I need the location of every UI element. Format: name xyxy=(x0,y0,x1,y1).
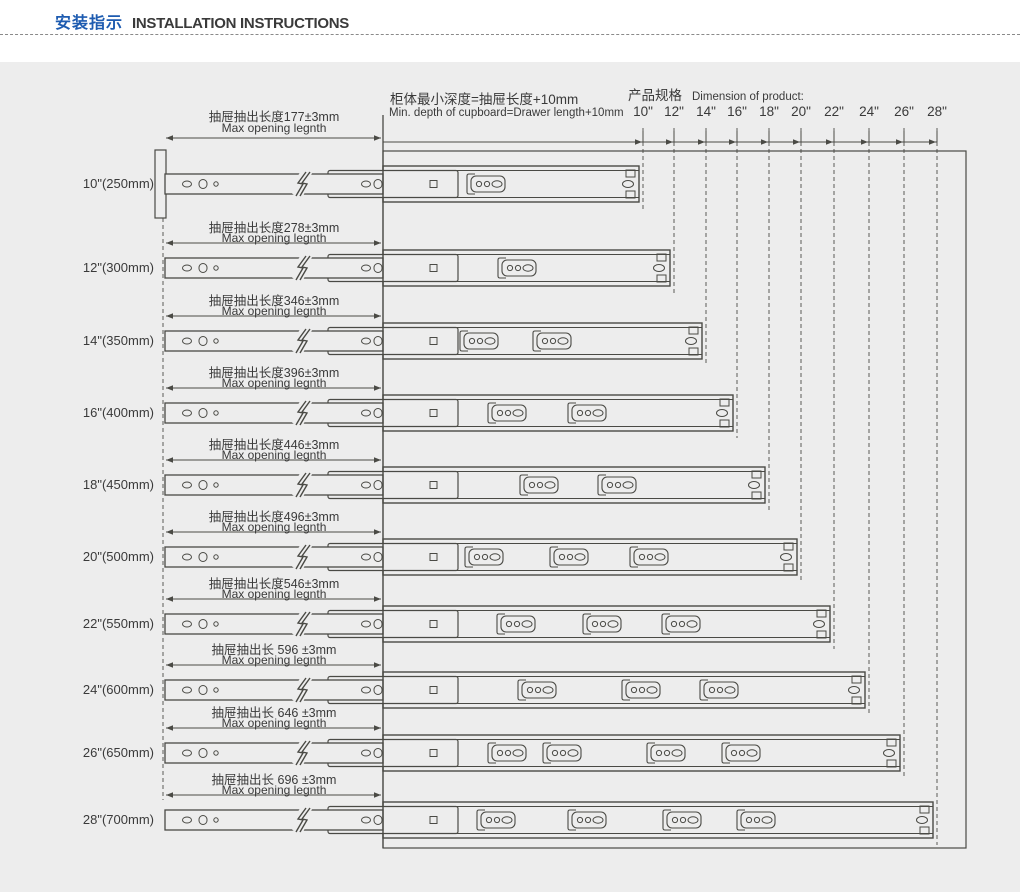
mounting-slot xyxy=(721,742,761,764)
row-dim-label-en: Max opening legnth xyxy=(221,653,327,667)
row-dim-label-cn: 抽屉抽出长度446±3mm xyxy=(208,438,340,452)
row-size-label: 20"(500mm) xyxy=(82,549,154,564)
row-dim-label-cn: 抽屉抽出长度396±3mm xyxy=(208,366,340,380)
row-dim-label-en: Max opening legnth xyxy=(221,783,327,797)
row-dim-label-en: Max opening legnth xyxy=(221,520,327,534)
mounting-slot xyxy=(646,742,686,764)
row-dim-label-cn: 抽屉抽出长度177±3mm xyxy=(208,110,340,124)
row-dim-label-en: Max opening legnth xyxy=(221,587,327,601)
slide-row-graphic xyxy=(164,385,734,432)
mounting-slot xyxy=(582,613,622,635)
row-dim-label-en: Max opening legnth xyxy=(221,716,327,730)
mounting-slot xyxy=(597,474,637,496)
cabinet-outline xyxy=(382,115,967,849)
size-mark-label: 28" xyxy=(927,104,947,119)
mounting-slot xyxy=(459,330,499,352)
slide-row-graphic xyxy=(164,313,703,360)
size-mark-label: 26" xyxy=(894,104,914,119)
row-dim-label-cn: 抽屉抽出长 596 ±3mm xyxy=(211,643,337,657)
slide-row-graphic xyxy=(164,529,798,576)
slide-row-graphic xyxy=(154,135,640,219)
page-title-cn: 安装指示 xyxy=(55,15,124,32)
size-mark-label: 20" xyxy=(791,104,811,119)
product-dimension-line xyxy=(383,131,938,145)
slide-row-graphic xyxy=(164,792,934,839)
slide-row-graphic xyxy=(164,457,766,504)
product-spec-en: Dimension of product: xyxy=(692,91,804,103)
size-mark-label: 22" xyxy=(824,104,844,119)
slide-row-graphic xyxy=(164,725,901,772)
mounting-slot xyxy=(517,679,557,701)
row-size-label: 16"(400mm) xyxy=(82,405,154,420)
product-spec-heading: 产品规格 Dimension of product: xyxy=(628,84,804,104)
mounting-slot xyxy=(567,809,607,831)
row-size-label: 26"(650mm) xyxy=(82,745,154,760)
row-dim-label-en: Max opening legnth xyxy=(221,304,327,318)
row-dim-label-en: Max opening legnth xyxy=(221,448,327,462)
size-mark-label: 24" xyxy=(859,104,879,119)
mounting-slot xyxy=(487,402,527,424)
row-size-label: 10"(250mm) xyxy=(82,176,154,191)
mounting-slot xyxy=(662,809,702,831)
size-mark-label: 18" xyxy=(759,104,779,119)
row-dim-label-cn: 抽屉抽出长度546±3mm xyxy=(208,577,340,591)
mounting-slot xyxy=(497,257,537,279)
size-mark-label: 16" xyxy=(727,104,747,119)
mounting-slot xyxy=(519,474,559,496)
product-spec-cn: 产品规格 xyxy=(628,88,682,103)
mounting-slot xyxy=(699,679,739,701)
row-dim-label-cn: 抽屉抽出长度496±3mm xyxy=(208,510,340,524)
mounting-slot xyxy=(567,402,607,424)
row-size-label: 18"(450mm) xyxy=(82,477,154,492)
slide-row-graphic xyxy=(164,596,831,643)
row-size-label: 28"(700mm) xyxy=(82,812,154,827)
size-mark-label: 10" xyxy=(633,104,653,119)
mounting-slot xyxy=(466,173,506,195)
mounting-slot xyxy=(621,679,661,701)
mounting-slot xyxy=(542,742,582,764)
page-header: 安装指示 INSTALLATION INSTRUCTIONS xyxy=(0,0,1020,35)
row-dim-label-en: Max opening legnth xyxy=(221,121,327,135)
mounting-slot xyxy=(661,613,701,635)
cupboard-depth-note-cn: 柜体最小深度=抽屉长度+10mm xyxy=(390,92,579,107)
mounting-slot xyxy=(487,742,527,764)
cupboard-depth-note-en: Min. depth of cupboard=Drawer length+10m… xyxy=(389,107,624,119)
size-guide-lines xyxy=(162,128,938,845)
mounting-slot xyxy=(549,546,589,568)
row-dim-label-en: Max opening legnth xyxy=(221,376,327,390)
mounting-slot xyxy=(629,546,669,568)
row-size-label: 22"(550mm) xyxy=(82,616,154,631)
mounting-slot xyxy=(464,546,504,568)
row-dim-label-en: Max opening legnth xyxy=(221,231,327,245)
size-mark-label: 14" xyxy=(696,104,716,119)
row-size-label: 24"(600mm) xyxy=(82,682,154,697)
slide-row-graphic xyxy=(164,240,671,287)
row-dim-label-cn: 抽屉抽出长度346±3mm xyxy=(208,294,340,308)
row-dim-label-cn: 抽屉抽出长 696 ±3mm xyxy=(211,773,337,787)
row-size-label: 12"(300mm) xyxy=(82,260,154,275)
size-mark-label: 12" xyxy=(664,104,684,119)
page-title-en: INSTALLATION INSTRUCTIONS xyxy=(132,15,349,32)
mounting-slot xyxy=(496,613,536,635)
row-dim-label-cn: 抽屉抽出长 646 ±3mm xyxy=(211,706,337,720)
row-dim-label-cn: 抽屉抽出长度278±3mm xyxy=(208,221,340,235)
mounting-slot xyxy=(532,330,572,352)
mounting-slot xyxy=(736,809,776,831)
row-size-label: 14"(350mm) xyxy=(82,333,154,348)
mounting-slot xyxy=(476,809,516,831)
